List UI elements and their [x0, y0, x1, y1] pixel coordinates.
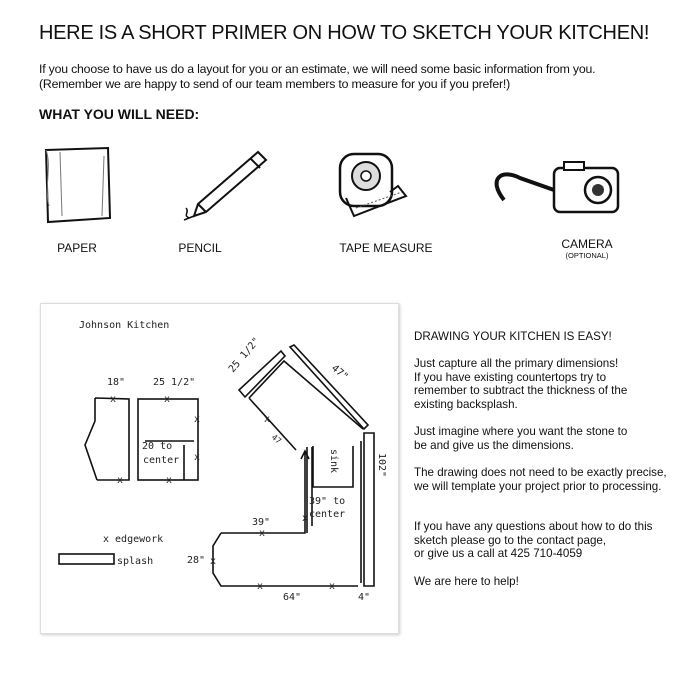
dim-label: 4"	[358, 592, 370, 603]
page-title: HERE IS A SHORT PRIMER ON HOW TO SKETCH …	[39, 22, 650, 44]
legend-splash: splash	[117, 556, 153, 567]
svg-text:x: x	[166, 475, 172, 486]
dim-label: 102"	[376, 453, 387, 477]
svg-text:x: x	[264, 414, 270, 425]
svg-text:x: x	[194, 414, 200, 425]
item-label-tape-measure: TAPE MEASURE	[339, 241, 433, 255]
edgework-marks: x x x x x x x x x x x x	[110, 394, 335, 592]
instructions-contact: If you have any questions about how to d…	[414, 520, 653, 561]
instructions-heading: DRAWING YOUR KITCHEN IS EASY!	[414, 330, 612, 343]
kitchen-sketch: Johnson Kitchen 18" 25 1/2" 20 to center…	[40, 303, 399, 634]
instructions: DRAWING YOUR KITCHEN IS EASY! Just captu…	[414, 330, 694, 602]
dim-label: 25 1/2"	[227, 336, 263, 375]
dim-label: center	[143, 455, 179, 466]
instructions-para: The drawing does not need to be exactly …	[414, 465, 667, 493]
dim-label: 39" to	[309, 496, 345, 507]
instructions-para: Just imagine where you want the stone to…	[414, 425, 628, 452]
dim-label: center	[309, 509, 345, 520]
instructions-para: Just capture all the primary dimensions!…	[414, 357, 628, 411]
camera-icon	[494, 161, 620, 214]
svg-text:x: x	[302, 513, 308, 524]
dim-label: 39"	[252, 517, 270, 528]
sketch-title: Johnson Kitchen	[79, 320, 169, 331]
svg-text:x: x	[164, 394, 170, 405]
item-label-pencil: PENCIL	[178, 241, 222, 255]
dim-label: 25 1/2"	[153, 377, 195, 388]
svg-text:x: x	[257, 581, 263, 592]
intro-line-1: If you choose to have us do a layout for…	[39, 62, 596, 76]
svg-text:x: x	[329, 581, 335, 592]
paper-icon	[44, 146, 112, 224]
dim-label: 28"	[187, 555, 205, 566]
dim-label: 47"	[329, 363, 350, 383]
intro-line-2: (Remember we are happy to send of our te…	[39, 77, 510, 91]
legend-edgework: x edgework	[103, 534, 163, 545]
dim-label: 20 to	[142, 441, 172, 452]
sink-label: sink	[328, 449, 339, 473]
item-label-paper: PAPER	[57, 241, 97, 255]
svg-text:x: x	[210, 556, 216, 567]
svg-text:x: x	[117, 475, 123, 486]
instructions-closing: We are here to help!	[414, 574, 519, 588]
kitchen-sketch-drawing: Johnson Kitchen 18" 25 1/2" 20 to center…	[58, 320, 387, 603]
pencil-icon	[183, 150, 268, 221]
dim-label: 64"	[283, 592, 301, 603]
svg-text:x: x	[110, 394, 116, 405]
svg-text:x: x	[259, 528, 265, 539]
section-heading: WHAT YOU WILL NEED:	[39, 106, 200, 122]
item-sublabel-optional: (OPTIONAL)	[565, 251, 609, 260]
dim-label: 18"	[107, 377, 125, 388]
tape-measure-icon	[338, 152, 408, 218]
svg-text:x: x	[194, 452, 200, 463]
item-label-camera: CAMERA	[561, 237, 613, 251]
